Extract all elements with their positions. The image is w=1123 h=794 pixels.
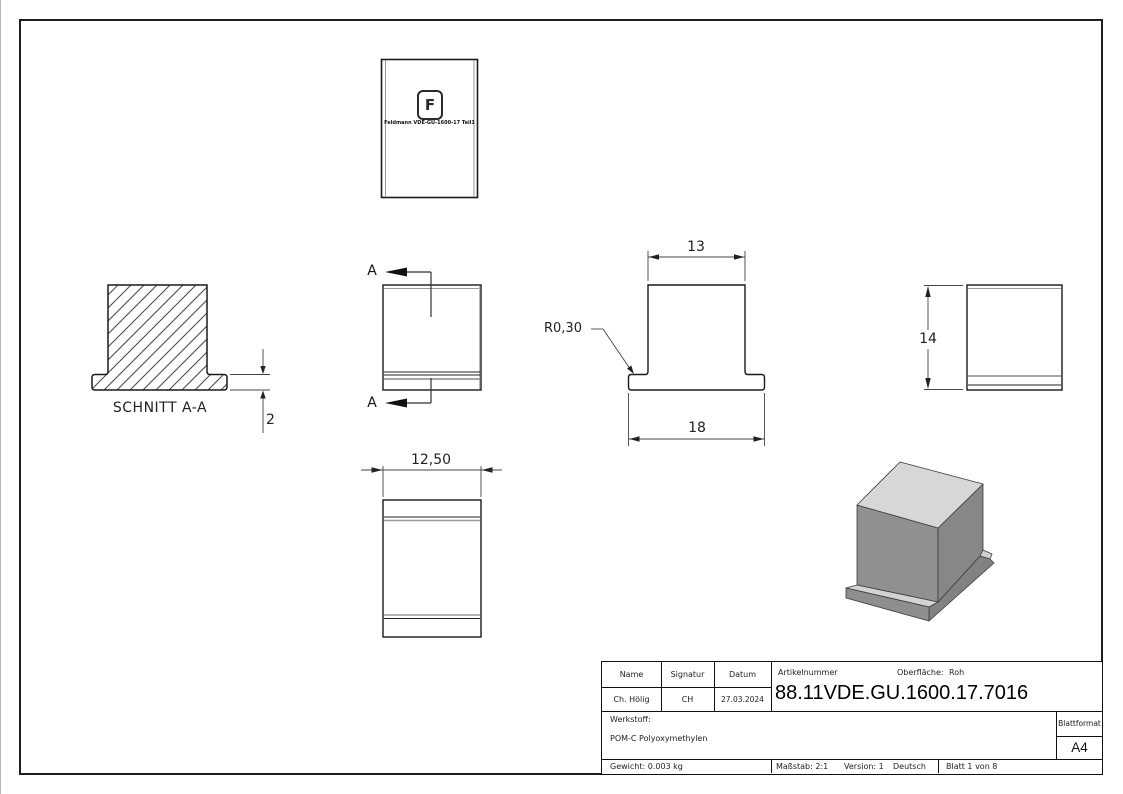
dim-text-base-width: 18	[688, 420, 706, 436]
tb-value-datum: 27.03.2024	[721, 694, 764, 704]
tb-label-artikelnummer: Artikelnummer	[778, 668, 838, 677]
section-arrow-bottom	[385, 398, 407, 408]
tb-label-oberflaeche: Oberfläche:	[897, 668, 944, 677]
tb-line	[602, 759, 1103, 761]
dim-base-width	[628, 393, 765, 446]
logo-icon: F	[417, 90, 443, 120]
tb-blatt: Blatt 1 von 8	[946, 762, 998, 771]
tb-version: Version: 1	[844, 762, 884, 771]
dim-height	[924, 285, 963, 390]
section-arrow-top	[385, 267, 407, 277]
dim-depth	[361, 466, 502, 497]
tb-label-blattformat: Blattformat	[1058, 719, 1101, 728]
tb-value-blattformat: A4	[1071, 740, 1088, 755]
window-edge	[0, 0, 1, 794]
tb-line	[714, 662, 715, 711]
bottom-view	[361, 466, 502, 638]
iso-flange-tab	[979, 549, 993, 560]
section-view	[91, 284, 270, 433]
tb-line	[938, 759, 940, 773]
top-view	[380, 58, 479, 199]
tb-value-name: Ch. Hölig	[613, 694, 650, 704]
logo-caption: Feldmann VDE-GU-1600-17 Teil1	[384, 120, 475, 126]
tb-header-datum: Datum	[728, 670, 757, 679]
tb-value-oberflaeche: Roh	[949, 668, 965, 677]
title-block: Name Signatur Datum Ch. Hölig CH 27.03.2…	[601, 661, 1103, 775]
dim-text-fillet-radius: R0,30	[544, 321, 582, 336]
fillet-leader	[591, 328, 631, 370]
tb-value-signatur: CH	[681, 694, 694, 704]
tb-header-signatur: Signatur	[670, 670, 705, 679]
front-view	[591, 251, 766, 446]
section-marker-top: A	[367, 263, 377, 279]
tb-gewicht: Gewicht: 0.003 kg	[610, 761, 683, 771]
tb-line	[1056, 736, 1103, 737]
tb-line	[661, 662, 662, 711]
dim-text-top-width: 13	[687, 239, 705, 255]
dim-text-flange-thickness: 2	[266, 412, 275, 428]
dim-flange-thickness	[230, 349, 270, 433]
side-view	[382, 267, 482, 408]
right-view	[924, 284, 1063, 391]
dim-text-depth: 12,50	[410, 452, 452, 468]
dim-top-width	[647, 251, 746, 281]
dim-text-height: 14	[914, 331, 942, 347]
tb-line	[602, 711, 1103, 713]
tb-label-werkstoff: Werkstoff:	[610, 715, 651, 724]
tb-massstab: Maßstab: 2:1	[776, 762, 829, 771]
tb-language: Deutsch	[893, 762, 926, 771]
tb-header-name: Name	[619, 670, 644, 679]
iso-flange-front-face	[845, 587, 930, 622]
logo-letter: F	[424, 96, 436, 114]
tb-line	[771, 759, 773, 773]
tb-line	[602, 687, 771, 688]
section-cut-line	[405, 271, 432, 404]
iso-top-face	[856, 461, 984, 529]
tb-value-werkstoff: POM-C Polyoxymethylen	[610, 734, 708, 743]
tb-line	[771, 662, 773, 711]
isometric-view	[845, 461, 995, 622]
section-marker-bottom: A	[367, 395, 377, 411]
tb-line	[1056, 711, 1058, 759]
section-view-label: SCHNITT A-A	[112, 400, 208, 416]
tb-value-artikelnummer: 88.11VDE.GU.1600.17.7016	[775, 682, 1029, 704]
drawing-sheet-border	[19, 19, 1103, 775]
